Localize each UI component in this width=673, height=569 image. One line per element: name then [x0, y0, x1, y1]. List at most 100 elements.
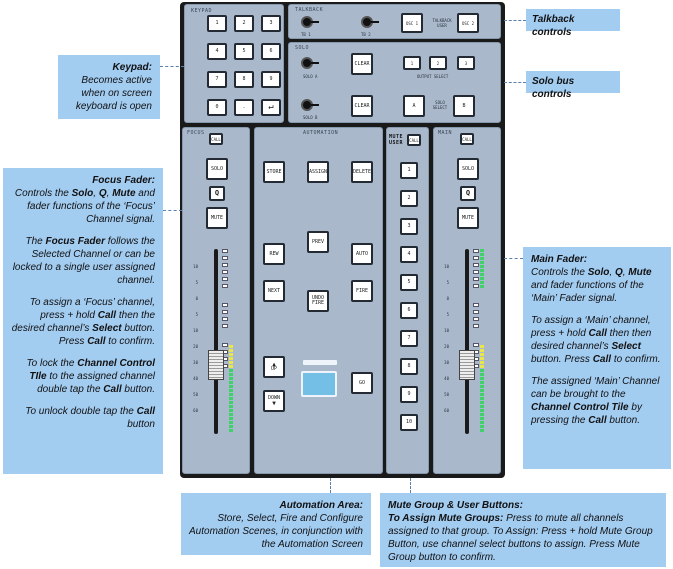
keypad-callout-body: Becomes active when on screen keyboard i…	[75, 75, 152, 112]
solo-a-knob[interactable]	[301, 57, 319, 69]
main-meter-segment	[480, 417, 484, 420]
delete-button[interactable]: DELETE	[351, 161, 373, 183]
mute-group-button-2[interactable]: 2	[400, 190, 418, 207]
talkback-callout: Talkback controls	[526, 9, 620, 38]
text-run: To lock the	[26, 358, 78, 369]
mute-group-button-3[interactable]: 3	[400, 218, 418, 235]
keypad-key-8[interactable]: 8	[234, 71, 254, 88]
text-run: ,	[622, 267, 629, 278]
solo-select-a-button[interactable]: A	[403, 95, 425, 117]
focus-meter-segment	[229, 301, 233, 304]
output-select-3-button[interactable]: 3	[457, 56, 475, 70]
mute-group-button-5[interactable]: 5	[400, 274, 418, 291]
undo-fire-button[interactable]: UNDO FIRE	[307, 290, 329, 312]
focus-meter-segment	[229, 345, 233, 348]
output-select-2-button[interactable]: 2	[429, 56, 447, 70]
keypad-key-7[interactable]: 7	[207, 71, 227, 88]
solo-select-b-button[interactable]: B	[453, 95, 475, 117]
focus-call-button[interactable]: CALL	[209, 133, 223, 145]
main-meter-segment	[480, 385, 484, 388]
main-status-led	[473, 324, 479, 328]
rew-button[interactable]: REW	[263, 243, 285, 265]
main-fader-cap[interactable]	[459, 350, 475, 380]
up-button[interactable]: ▲ UP	[263, 356, 285, 378]
main-meter-segment	[480, 273, 484, 276]
solo-select-label: SOLO SELECT	[432, 100, 448, 110]
main-callout-p3: The assigned ‘Main’ Channel can be broug…	[531, 375, 663, 427]
solo-b-clear-button[interactable]: CLEAR	[351, 95, 373, 117]
solo-b-knob[interactable]	[301, 99, 319, 111]
focus-meter-segment	[229, 277, 233, 280]
main-solo-button[interactable]: SOLO	[457, 158, 479, 180]
focus-meter-segment	[229, 261, 233, 264]
keypad-key-3[interactable]: 3	[261, 15, 281, 32]
keypad-key-dot[interactable]: .	[234, 99, 254, 116]
assign-button[interactable]: ASSIGN	[307, 161, 329, 183]
text-run: to confirm.	[611, 354, 661, 365]
main-status-led	[473, 263, 479, 267]
automation-callout: Automation Area: Store, Select, Fire and…	[181, 493, 371, 555]
mute-group-button-7[interactable]: 7	[400, 330, 418, 347]
mute-group-button-8[interactable]: 8	[400, 358, 418, 375]
focus-meter-segment	[229, 397, 233, 400]
solo-a-clear-button[interactable]: CLEAR	[351, 53, 373, 75]
main-level-meter	[480, 249, 484, 433]
focus-scale-label: 10	[193, 264, 198, 269]
keypad-key-6[interactable]: 6	[261, 43, 281, 60]
keypad-key-enter[interactable]: ↵	[261, 99, 281, 116]
next-button[interactable]: NEXT	[263, 280, 285, 302]
text-run-bold: Mute	[112, 188, 136, 199]
osc-1-button[interactable]: OSC 1	[401, 13, 423, 33]
focus-solo-button[interactable]: SOLO	[206, 158, 228, 180]
down-button[interactable]: DOWN ▼	[263, 390, 285, 412]
keypad-key-4[interactable]: 4	[207, 43, 227, 60]
text-run: ,	[106, 188, 113, 199]
output-select-1-button[interactable]: 1	[403, 56, 421, 70]
output-select-label: OUTPUT SELECT	[417, 74, 449, 79]
talkback-1-knob[interactable]	[301, 16, 319, 28]
keypad-key-2[interactable]: 2	[234, 15, 254, 32]
focus-scale-label: 30	[193, 360, 198, 365]
talkback-2-knob[interactable]	[361, 16, 379, 28]
main-call-button[interactable]: CALL	[460, 133, 474, 145]
mute-group-button-4[interactable]: 4	[400, 246, 418, 263]
mute-group-button-9[interactable]: 9	[400, 386, 418, 403]
keypad-key-9[interactable]: 9	[261, 71, 281, 88]
text-run-bold: Channel Control TIle	[29, 358, 155, 382]
main-meter-segment	[480, 369, 484, 372]
focus-callout-p3: To assign a ‘Focus’ channel, press + hol…	[11, 296, 155, 348]
text-run: button. Press	[58, 323, 155, 347]
prev-button[interactable]: PREV	[307, 231, 329, 253]
focus-meter-segment	[229, 425, 233, 428]
mute-call-button[interactable]: CALL	[407, 134, 421, 146]
keypad-callout-heading: Keypad:	[112, 62, 152, 73]
go-button[interactable]: GO	[351, 372, 373, 394]
main-meter-segment	[480, 429, 484, 432]
text-run-bold: Mute	[628, 267, 652, 278]
focus-fader-cap[interactable]	[208, 350, 224, 380]
up-arrow-icon: ▲	[272, 361, 276, 368]
keypad-key-0[interactable]: 0	[207, 99, 227, 116]
focus-q-button[interactable]: Q	[209, 186, 225, 201]
fire-button[interactable]: FIRE	[351, 280, 373, 302]
main-q-button[interactable]: Q	[460, 186, 476, 201]
osc-2-button[interactable]: OSC 2	[457, 13, 479, 33]
text-run-bold: Call	[103, 384, 122, 395]
automation-callout-heading: Automation Area:	[279, 500, 363, 511]
focus-fader-track	[214, 249, 218, 434]
mute-group-button-10[interactable]: 10	[400, 414, 418, 431]
main-mute-button[interactable]: MUTE	[457, 207, 479, 229]
mute-group-button-6[interactable]: 6	[400, 302, 418, 319]
focus-mute-button[interactable]: MUTE	[206, 207, 228, 229]
mute-group-button-1[interactable]: 1	[400, 162, 418, 179]
focus-meter-segment	[229, 257, 233, 260]
focus-scale-label: 20	[193, 344, 198, 349]
auto-button[interactable]: AUTO	[351, 243, 373, 265]
text-run: button. Press	[531, 354, 593, 365]
store-button[interactable]: STORE	[263, 161, 285, 183]
focus-meter-segment	[229, 317, 233, 320]
keypad-key-5[interactable]: 5	[234, 43, 254, 60]
automation-screen[interactable]	[301, 371, 337, 397]
keypad-key-1[interactable]: 1	[207, 15, 227, 32]
